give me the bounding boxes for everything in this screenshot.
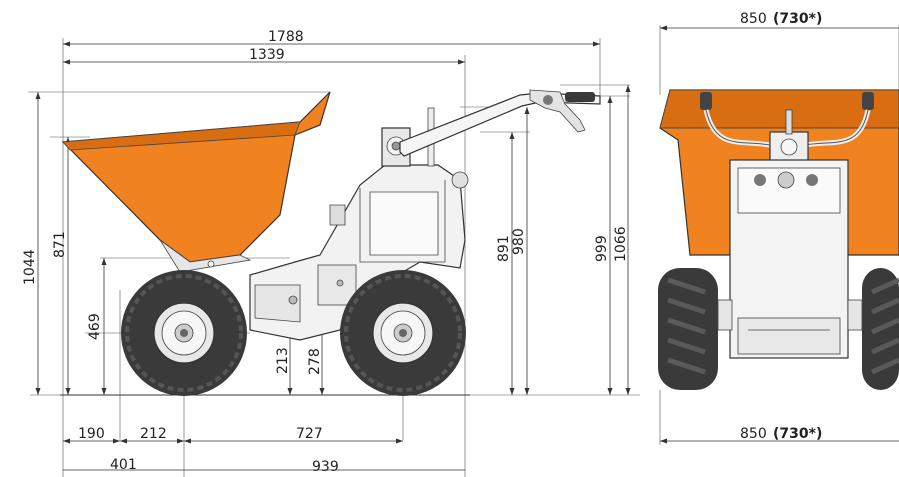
side-view: 1788 1339 1044 871 469 213 278 891	[22, 29, 640, 477]
front-wheel	[121, 270, 247, 396]
dim-clearance-front: 213	[275, 347, 291, 374]
dim-handle-mid: 980	[511, 228, 527, 255]
dim-hopper-height: 871	[52, 231, 68, 258]
front-width-top-alt: (730*)	[773, 11, 822, 27]
dim-hub-offset: 212	[140, 426, 167, 442]
dim-clearance-rear: 278	[307, 348, 323, 375]
front-width-bottom-value: 850	[740, 426, 767, 442]
dim-wheelbase: 727	[296, 426, 323, 442]
front-width-top-value: 850	[740, 11, 767, 27]
dim-handle-max: 1066	[613, 226, 629, 262]
front-width-bottom-alt: (730*)	[773, 426, 822, 442]
dim-front-to-hub: 401	[110, 457, 137, 473]
dim-total-height: 1044	[22, 249, 38, 285]
dim-rear-length: 939	[312, 459, 339, 475]
dim-handle-low: 891	[496, 235, 512, 262]
front-view: 850 (730*) 850 (730*)	[658, 11, 899, 445]
dim-upper-length: 1339	[249, 47, 285, 63]
chassis	[249, 164, 469, 341]
dim-overall-length: 1788	[268, 29, 304, 45]
hopper	[61, 91, 331, 273]
dim-front-overhang: 190	[78, 426, 105, 442]
handle-bar	[399, 89, 601, 157]
dim-handle-high: 999	[594, 235, 610, 262]
rear-wheel	[340, 270, 466, 396]
dim-lip-height: 469	[87, 313, 103, 340]
